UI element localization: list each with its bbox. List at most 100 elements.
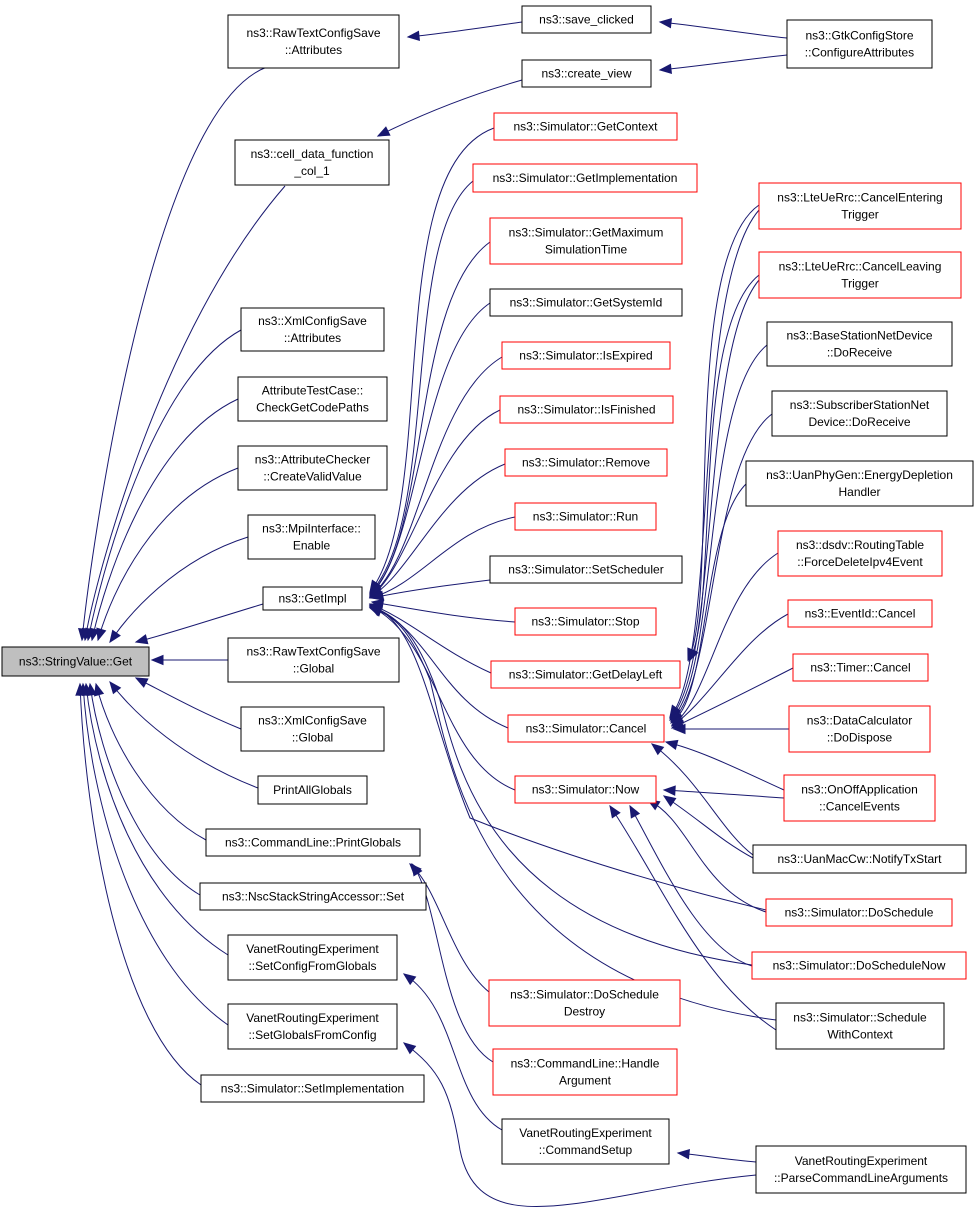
node-label-line: ns3::XmlConfigSave xyxy=(258,714,367,728)
node-isexpired[interactable]: ns3::Simulator::IsExpired xyxy=(501,341,671,370)
edge-arrowhead xyxy=(650,743,665,756)
node-box xyxy=(745,460,974,507)
edge-line xyxy=(369,605,516,791)
node-uanmac[interactable]: ns3::UanMacCw::NotifyTxStart xyxy=(752,844,967,874)
edge-printall-to-root xyxy=(109,680,259,789)
node-cmdprint[interactable]: ns3::CommandLine::PrintGlobals xyxy=(205,828,421,857)
node-saveclicked[interactable]: ns3::save_clicked xyxy=(521,5,652,34)
node-label-line: ns3::UanPhyGen::EnergyDepletion xyxy=(766,468,953,482)
node-gtk[interactable]: ns3::GtkConfigStore::ConfigureAttributes xyxy=(786,19,933,69)
edge-isfinished-to-getimpl xyxy=(369,409,501,598)
edge-schedctx-to-now xyxy=(609,804,777,1031)
node-stop[interactable]: ns3::Simulator::Stop xyxy=(514,607,657,636)
node-box xyxy=(262,586,363,611)
node-now[interactable]: ns3::Simulator::Now xyxy=(514,775,657,804)
node-layer: ns3::StringValue::Get ns3::RawTextConfigS… xyxy=(1,5,974,1194)
node-box xyxy=(755,1145,967,1194)
edge-line xyxy=(369,356,503,597)
node-box xyxy=(493,112,678,141)
edge-line xyxy=(91,398,239,641)
edge-bsnet-to-cancel xyxy=(669,344,768,721)
edge-arrowhead xyxy=(109,629,121,644)
node-cellfn[interactable]: ns3::cell_data_function_col_1 xyxy=(234,139,390,186)
node-dsdv[interactable]: ns3::dsdv::RoutingTable::ForceDeleteIpv4… xyxy=(777,530,943,577)
node-datacalc[interactable]: ns3::DataCalculator::DoDispose xyxy=(788,705,931,753)
node-vanetcmd[interactable]: VanetRoutingExperiment::CommandSetup xyxy=(501,1118,670,1165)
node-label-line: ns3::UanMacCw::NotifyTxStart xyxy=(777,852,942,866)
edge-line xyxy=(369,302,491,596)
node-onoff[interactable]: ns3::OnOffApplication::CancelEvents xyxy=(783,774,936,822)
node-dosched[interactable]: ns3::Simulator::DoSchedule xyxy=(765,898,953,927)
node-label-line: ns3::Simulator::Remove xyxy=(522,456,650,470)
node-box xyxy=(200,1074,425,1103)
edge-line xyxy=(670,413,773,722)
edge-line xyxy=(409,863,490,993)
edge-uanphy-to-cancel xyxy=(670,483,747,724)
node-attrtest[interactable]: AttributeTestCase::CheckGetCodePaths xyxy=(237,376,388,422)
node-vanetglob[interactable]: VanetRoutingExperiment::SetGlobalsFromCo… xyxy=(227,1003,398,1050)
node-label-line: ns3::Simulator::DoSchedule xyxy=(510,988,659,1002)
node-parsecmd[interactable]: VanetRoutingExperiment::ParseCommandLine… xyxy=(755,1145,967,1194)
node-getdelayleft[interactable]: ns3::Simulator::GetDelayLeft xyxy=(490,660,681,689)
node-simsetimpl[interactable]: ns3::Simulator::SetImplementation xyxy=(200,1074,425,1103)
node-ssnet[interactable]: ns3::SubscriberStationNetDevice::DoRecei… xyxy=(771,390,948,437)
node-label-line: ns3::Simulator::GetMaximum xyxy=(509,226,664,240)
node-box xyxy=(501,341,671,370)
node-box xyxy=(227,934,398,981)
node-rawglobal[interactable]: ns3::RawTextConfigSave::Global xyxy=(227,637,400,683)
node-isfinished[interactable]: ns3::Simulator::IsFinished xyxy=(499,395,674,424)
node-doschednow[interactable]: ns3::Simulator::DoScheduleNow xyxy=(751,951,967,980)
edge-line xyxy=(81,66,268,641)
node-nscset[interactable]: ns3::NscStackStringAccessor::Set xyxy=(199,882,427,911)
node-label-line: _col_1 xyxy=(293,164,330,178)
node-eventid[interactable]: ns3::EventId::Cancel xyxy=(787,599,933,628)
node-run[interactable]: ns3::Simulator::Run xyxy=(514,502,657,531)
node-rawattr[interactable]: ns3::RawTextConfigSave::Attributes xyxy=(227,14,400,69)
edge-getsysid-to-getimpl xyxy=(369,302,491,596)
node-cancel[interactable]: ns3::Simulator::Cancel xyxy=(507,714,665,743)
node-printall[interactable]: PrintAllGlobals xyxy=(257,775,368,805)
node-getimplementation[interactable]: ns3::Simulator::GetImplementation xyxy=(472,163,698,193)
node-attrcheck[interactable]: ns3::AttributeChecker::CreateValidValue xyxy=(237,445,388,491)
node-xmlglobal[interactable]: ns3::XmlConfigSave::Global xyxy=(240,706,385,752)
node-label-line: CheckGetCodePaths xyxy=(256,401,369,415)
node-xmlattr[interactable]: ns3::XmlConfigSave::Attributes xyxy=(240,307,385,352)
node-getimpl[interactable]: ns3::GetImpl xyxy=(262,586,363,611)
node-createview[interactable]: ns3::create_view xyxy=(521,59,652,88)
edge-datacalc-to-cancel xyxy=(672,723,789,735)
node-box xyxy=(752,844,967,874)
node-vanetcfg[interactable]: VanetRoutingExperiment::SetConfigFromGlo… xyxy=(227,934,398,981)
node-label-line: ns3::Simulator::IsExpired xyxy=(519,349,652,363)
edge-line xyxy=(135,603,264,643)
edge-line xyxy=(671,667,794,729)
node-box xyxy=(787,599,933,628)
node-root[interactable]: ns3::StringValue::Get xyxy=(1,646,150,677)
node-box xyxy=(514,775,657,804)
node-timer[interactable]: ns3::Timer::Cancel xyxy=(792,653,929,682)
node-remove[interactable]: ns3::Simulator::Remove xyxy=(504,448,668,477)
edge-arrowhead xyxy=(93,682,105,697)
node-label-line: ::CommandSetup xyxy=(539,1143,633,1157)
node-label-line: ns3::cell_data_function xyxy=(251,147,374,161)
edge-line xyxy=(95,683,207,841)
edge-arrowhead xyxy=(672,723,686,735)
node-box xyxy=(227,14,400,69)
edge-vanetcmd-to-vanetcfg xyxy=(402,973,503,1131)
edge-xmlglobal-to-root xyxy=(134,677,242,730)
node-box xyxy=(775,1002,945,1050)
edge-uanmac-to-cancel xyxy=(650,743,754,856)
node-getcontext[interactable]: ns3::Simulator::GetContext xyxy=(493,112,678,141)
node-mpi[interactable]: ns3::MpiInterface::Enable xyxy=(247,514,376,560)
node-setsched[interactable]: ns3::Simulator::SetScheduler xyxy=(489,555,683,584)
edge-arrowhead xyxy=(658,63,672,75)
node-getsysid[interactable]: ns3::Simulator::GetSystemId xyxy=(489,288,683,317)
node-bsnet[interactable]: ns3::BaseStationNetDevice::DoReceive xyxy=(766,321,953,367)
edge-line xyxy=(665,741,785,791)
